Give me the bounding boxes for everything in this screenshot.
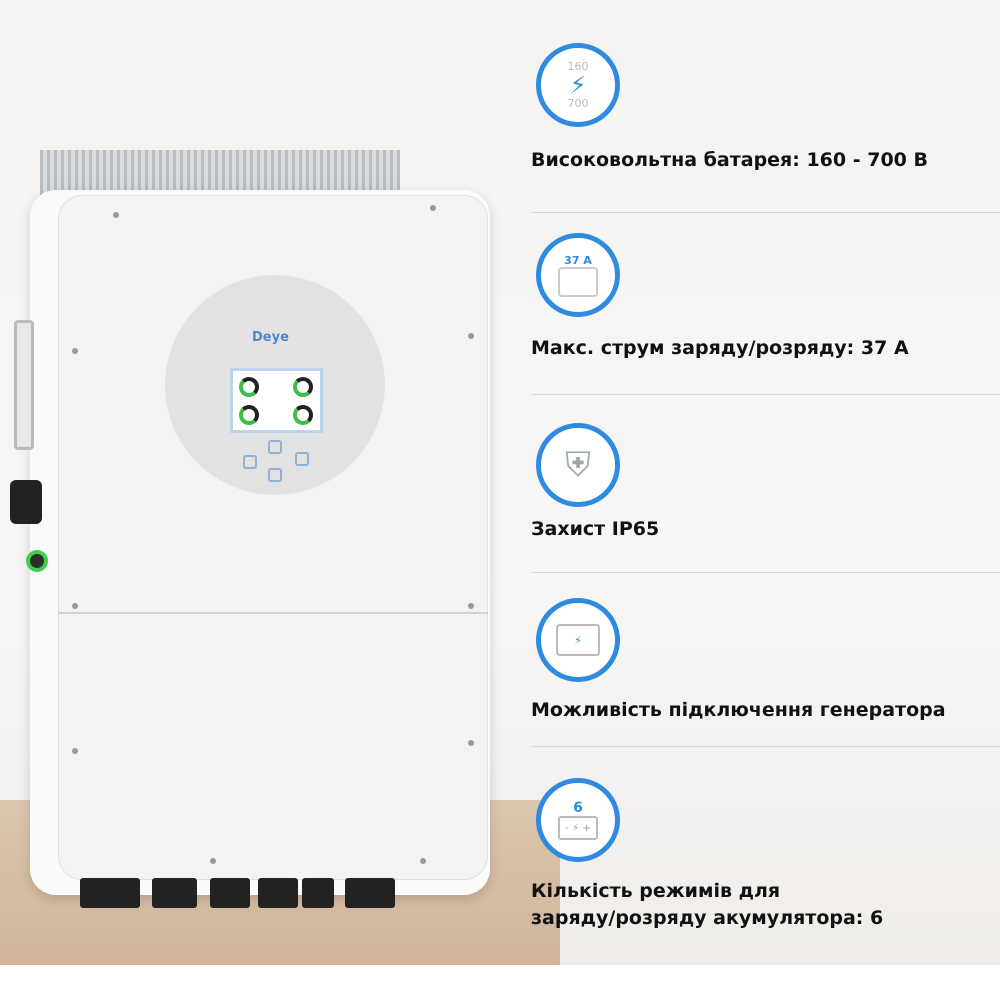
- generator-icon: ⚡: [536, 598, 620, 682]
- gauge-pv: [239, 377, 259, 397]
- power-button: [26, 550, 48, 572]
- connector: [210, 878, 250, 908]
- enter-button: [295, 452, 309, 466]
- gauge-load: [293, 405, 313, 425]
- feature-label: Можливість підключення генератора: [531, 699, 946, 721]
- down-button: [268, 468, 282, 482]
- connector: [258, 878, 298, 908]
- feature-label: Макс. струм заряду/розряду: 37 А: [531, 337, 909, 359]
- screw: [72, 748, 78, 754]
- up-button: [268, 440, 282, 454]
- connector: [302, 878, 334, 908]
- connector: [152, 878, 197, 908]
- current-meter-icon: 37 A: [536, 233, 620, 317]
- feature-label: Захист IP65: [531, 518, 660, 540]
- screw: [113, 212, 119, 218]
- battery-icon: - ⚡ +: [558, 816, 598, 840]
- meter-icon: [558, 266, 598, 297]
- divider: [531, 746, 1000, 747]
- feature-label: Кількість режимів для заряду/розряду аку…: [531, 878, 883, 932]
- screw: [210, 858, 216, 864]
- screw: [430, 205, 436, 211]
- screw: [468, 603, 474, 609]
- icon-label-top: 37 A: [564, 253, 592, 267]
- feature-label-line1: Кількість режимів для: [531, 880, 781, 902]
- ip65-shield-icon: ⛨: [536, 423, 620, 507]
- bottom-strip: [0, 965, 1000, 1000]
- battery-modes-icon: 6 - ⚡ +: [536, 778, 620, 862]
- divider: [531, 212, 1000, 213]
- generator-lightning-icon: ⚡: [556, 624, 600, 656]
- divider: [531, 572, 1000, 573]
- dc-switch: [10, 480, 42, 524]
- screw: [468, 333, 474, 339]
- divider: [531, 394, 1000, 395]
- icon-label-top: 6: [573, 800, 583, 816]
- lcd-screen: [230, 368, 323, 433]
- connector: [80, 878, 140, 908]
- feature-label: Високовольтна батарея: 160 - 700 В: [531, 149, 928, 171]
- screw: [72, 603, 78, 609]
- high-voltage-battery-icon: 160 ⚡ 700: [536, 43, 620, 127]
- icon-label-top: 160: [567, 60, 589, 73]
- screw: [420, 858, 426, 864]
- gauge-battery: [239, 405, 259, 425]
- screw: [72, 348, 78, 354]
- connector: [345, 878, 395, 908]
- deye-logo: Deye: [252, 330, 289, 345]
- lightning-icon: ⚡: [569, 71, 587, 99]
- screw: [468, 740, 474, 746]
- esc-button: [243, 455, 257, 469]
- gauge-grid: [293, 377, 313, 397]
- shield-cloud-icon: ⛨: [565, 445, 591, 485]
- panel-divider: [58, 612, 488, 614]
- icon-label-bottom: 700: [567, 97, 589, 110]
- feature-label-line2: заряду/розряду акумулятора: 6: [531, 907, 884, 929]
- side-handle: [14, 320, 34, 450]
